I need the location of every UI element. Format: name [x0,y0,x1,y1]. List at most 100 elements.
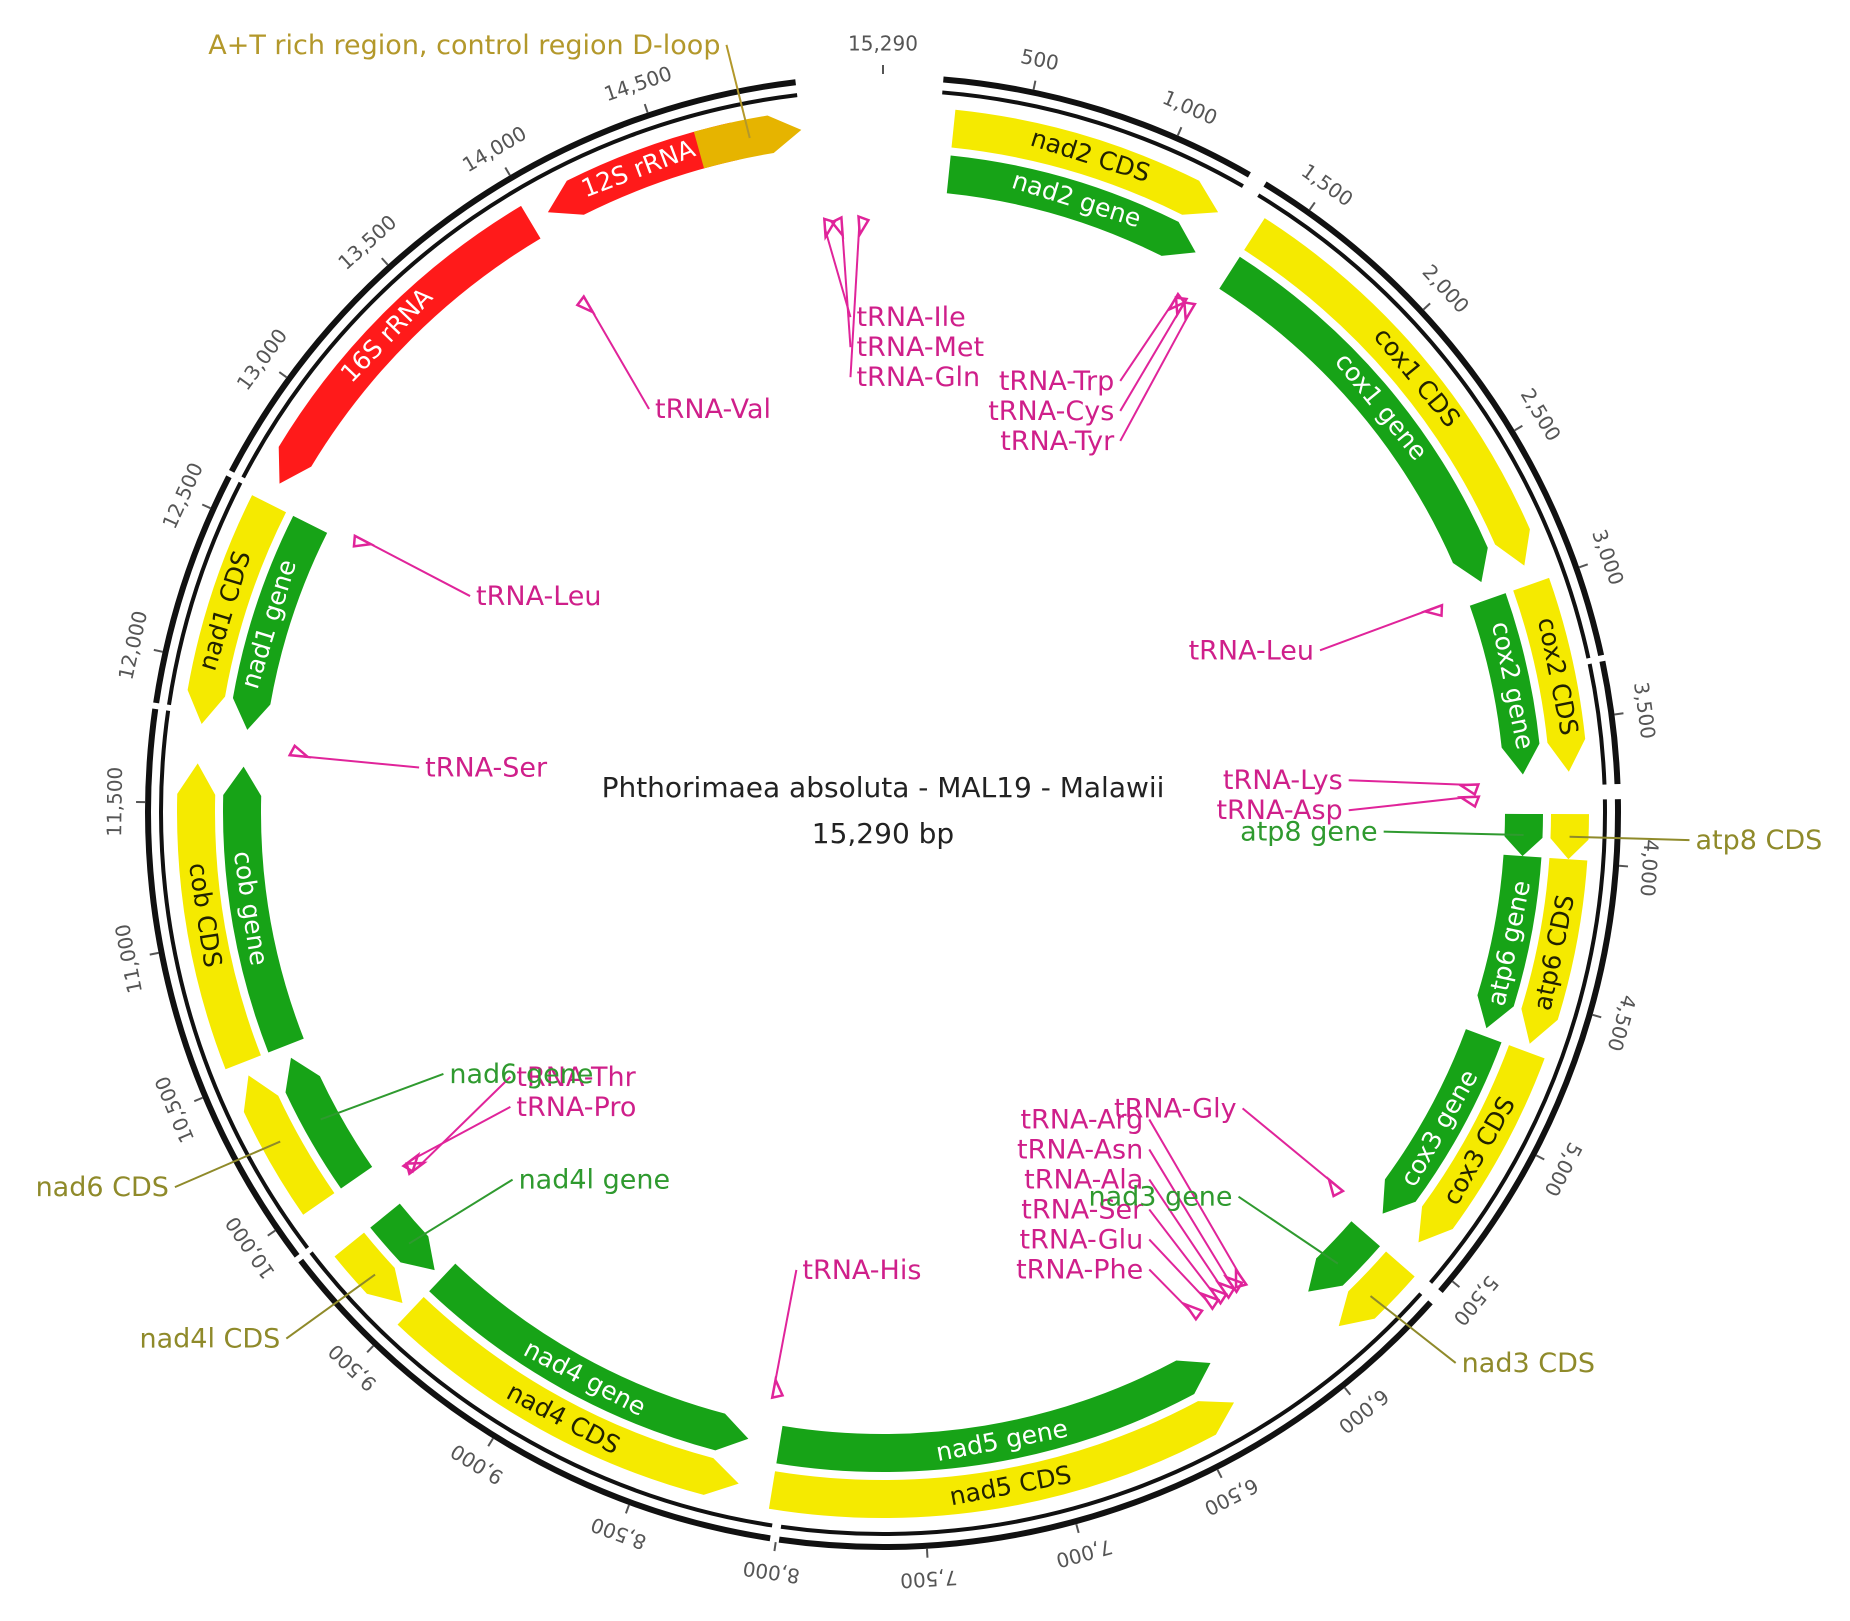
trna-leader [1148,1148,1232,1285]
tick-label: 500 [1019,44,1061,75]
nad6-gene-arc [285,1057,373,1189]
tick-mark [1422,302,1431,311]
nad3-gene-leader [1237,1195,1339,1265]
backbone-segment [1599,660,1621,785]
tick-label: 14,500 [601,61,675,106]
cob-gene-arc [222,766,304,1053]
nad6-cds-label: nad6 CDS [36,1172,169,1203]
nad5-gene-arc [776,1360,1211,1472]
backbone-segment [298,1258,771,1542]
cox3-cds-arc [1418,1045,1545,1243]
tick-mark [1578,563,1589,569]
tick-label: 3,000 [1587,526,1629,588]
trna-phe-label: tRNA-Phe [1016,1254,1143,1285]
tick-label: 11,000 [110,922,147,995]
trna-lys-label: tRNA-Lys [1223,765,1343,796]
trna-leader [1148,1118,1242,1277]
nad1-cds-arc [187,495,287,725]
tick-label: 4,000 [1635,839,1663,898]
trna-val-label: tRNA-Val [655,394,771,425]
trna-marker [770,1375,785,1400]
trna-marker [1206,1285,1229,1306]
tick-label: 1,000 [1159,85,1221,130]
nad4l-cds-leader [285,1273,376,1340]
backbone-segment [1429,799,1607,1284]
tick-label: 9,000 [446,1439,507,1490]
nad1-gene-arc [232,515,328,730]
nad2-cds-arc [951,109,1219,215]
backbone-segment [1587,663,1607,785]
tick-label: 10,500 [150,1073,199,1147]
trna-leader [1119,312,1191,442]
trna-met-label: tRNA-Met [856,332,984,363]
tick-mark [1343,1387,1352,1396]
trna-leader [363,539,471,597]
backbone-segment [229,79,796,473]
trna-arg-label: tRNA-Arg [1020,1104,1143,1135]
backbone-segment [145,708,300,1258]
tick-mark [278,371,288,379]
tick-label: 11,500 [102,767,127,837]
nad3-gene-label: nad3 gene [1089,1182,1233,1213]
tick-label: 2,000 [1418,260,1475,318]
nad3-cds-arc [1338,1251,1415,1327]
center-title-group: Phthorimaea absoluta - MAL19 - Malawii 1… [602,771,1165,850]
16s-rrna-arc [278,205,541,484]
tick-mark [381,257,389,266]
trna-marker [1456,795,1481,809]
trna-pro-label: tRNA-Pro [516,1092,636,1123]
trna-ser-label: tRNA-Ser [425,753,548,784]
nad4l-cds-arc [334,1232,403,1303]
trna-leader [416,1076,512,1169]
tick-label: 8,500 [587,1512,649,1554]
tick-mark [1592,1013,1602,1019]
atp8-gene-leader [1383,830,1524,837]
trna-leader [1119,307,1183,412]
trna-marker [1222,1274,1244,1295]
nad4-gene-arc [429,1263,749,1451]
trna-cys-label: tRNA-Cys [988,396,1114,427]
tick-mark [193,1096,203,1103]
trna-marker [822,217,837,241]
tick-mark [1075,1523,1080,1534]
trna-marker [401,1151,421,1174]
tick-mark [1514,424,1523,432]
trna-leader [824,228,852,318]
12s-rrna-arc [547,122,739,215]
tick-mark [153,648,163,653]
cox1-cds-arc [1244,218,1530,566]
backbone-segment [1257,193,1591,659]
trna-tyr-label: tRNA-Tyr [1000,426,1115,457]
trna-leader [587,304,650,410]
trna-trp-label: tRNA-Trp [999,366,1114,397]
trna-asn-label: tRNA-Asn [1017,1134,1143,1165]
trna-marker [1174,296,1189,319]
backbone-segment [153,475,232,704]
map-length: 15,290 bp [812,817,954,850]
nad4l-gene-label: nad4l gene [519,1165,671,1196]
tick-label: 7,500 [899,1565,958,1592]
trna-leader [411,1105,511,1161]
trna-thr-label: tRNA-Thr [516,1062,636,1093]
atp8-gene-label: atp8 gene [1240,817,1378,848]
atp8-cds-label: atp8 CDS [1695,825,1822,856]
trna-leader [299,755,420,769]
trna-his-label: tRNA-His [802,1255,921,1286]
tick-label: 8,000 [741,1556,801,1588]
tick-label: 12,500 [157,459,208,533]
atp6-gene-arc [1477,854,1542,1029]
trna-leu-label: tRNA-Leu [1189,635,1314,666]
trna-marker [1183,301,1197,324]
tick-label: 5,000 [1539,1139,1587,1201]
trna-ile-label: tRNA-Ile [856,302,965,333]
tick-mark [773,1542,777,1552]
tick-mark [624,1504,630,1514]
tick-mark [1308,201,1316,211]
tick-mark [1451,1280,1461,1288]
nad3-cds-label: nad3 CDS [1462,1348,1595,1379]
backbone-segment [159,710,310,1250]
a-t-rich-region-label: A+T rich region, control region D-loop [208,30,720,61]
trna-marker [1198,1291,1221,1311]
trna-marker [857,214,871,239]
